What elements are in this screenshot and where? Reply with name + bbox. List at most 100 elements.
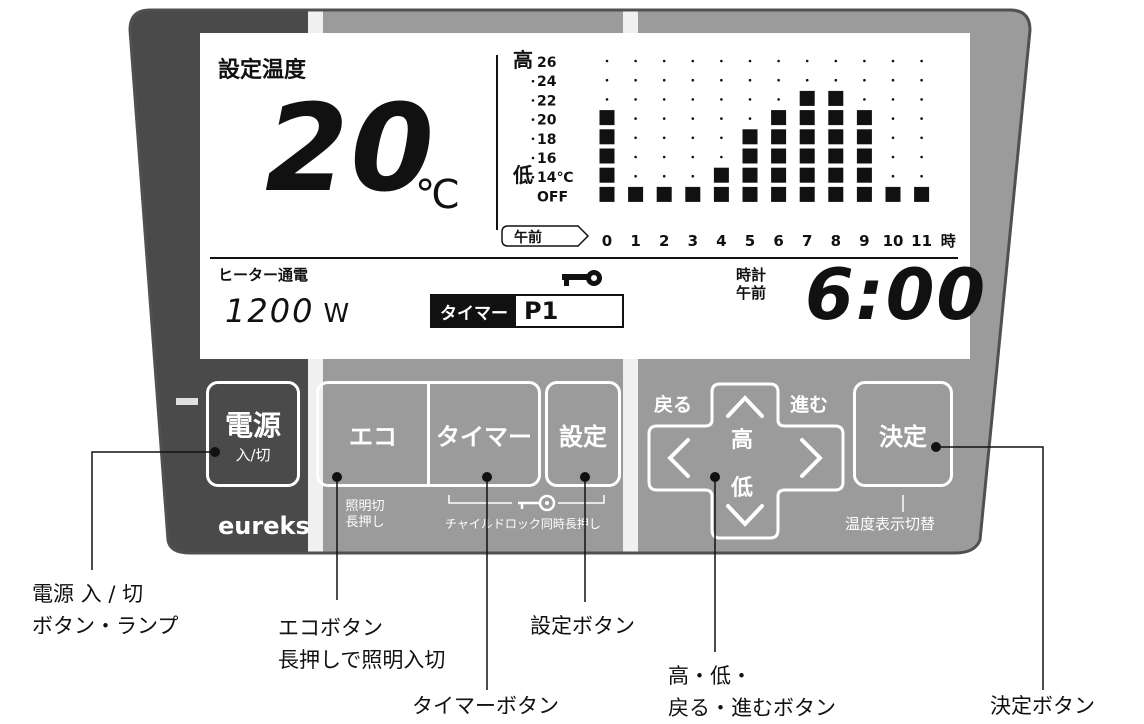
child-lock-hint: チャイルドロック同時長押し [445,517,601,531]
heater-value: 1200 [225,292,315,330]
grid-dot [691,117,695,120]
schedule-bar-block [771,148,787,164]
grid-dot [748,59,752,63]
timer-button[interactable]: タイマー [427,381,541,487]
schedule-bar-block [742,129,758,145]
key-icon [562,270,602,286]
hour-unit-label: 時 [941,232,956,250]
schedule-low-label: 低 [512,163,533,187]
grid-dot [720,155,723,159]
high-label[interactable]: 高 [731,428,754,453]
schedule-y-label: 26 [537,55,556,71]
set-temp-label: 設定温度 [218,58,307,83]
callout-eco-line-1: エコボタン [278,616,383,640]
timer-label: タイマー [432,296,516,326]
callout-updown-line-1: 高・低・ [668,664,752,688]
clock-label: 時計 [736,266,767,284]
schedule-bar-block [713,167,729,183]
power-button[interactable]: 電源 入/切 [206,381,300,487]
clock-value: 6:00 [805,254,988,336]
low-label[interactable]: 低 [731,476,754,501]
schedule-bar-block [828,129,844,145]
grid-dot [662,155,666,159]
y-tick-dot [531,99,535,102]
grid-dot [662,174,666,178]
grid-dot [634,59,637,63]
schedule-bar-block [713,186,729,202]
schedule-bar-block [914,186,930,202]
forward-label[interactable]: 進む [790,394,829,416]
grid-dot [891,136,895,140]
schedule-bar-block [828,110,844,126]
set-temp-unit: ℃ [415,172,460,218]
schedule-bar-block [856,110,872,126]
grid-dot [891,117,895,120]
schedule-bar-block [799,129,815,145]
schedule-high-label: 高 [513,48,533,72]
grid-dot [920,117,923,120]
schedule-bar-block [856,167,872,183]
grid-dot [662,136,666,140]
timer-display: タイマー P1 [430,294,624,328]
schedule-bar-block [656,186,672,202]
schedule-bar-block [856,129,872,145]
grid-dot [863,98,866,101]
callout-eco-line-2: 長押しで照明入切 [278,648,446,672]
grid-dot [634,117,637,120]
grid-dot [891,155,895,159]
callout-enter: 決定ボタン [990,694,1095,718]
grid-dot [662,117,666,120]
grid-dot [863,59,866,63]
period-badge [501,225,590,247]
down-arrow-icon[interactable] [726,504,764,527]
hour-label: 9 [859,232,869,250]
grid-dot [920,98,923,101]
hour-label: 11 [911,232,932,250]
hour-label: 0 [602,232,612,250]
schedule-bar-block [599,110,615,126]
schedule-bar-block [828,148,844,164]
grid-dot [691,98,695,101]
settings-button[interactable]: 設定 [545,381,621,487]
grid-dot [662,59,666,63]
schedule-bar-block [599,129,615,145]
y-tick-dot [531,156,535,160]
hour-label: 5 [745,232,755,250]
dpad-outline [647,382,845,540]
callout-power-line-2: ボタン・ランプ [32,614,179,638]
enter-button[interactable]: 決定 [853,381,953,487]
schedule-bar-block [799,110,815,126]
grid-dot [777,98,780,101]
power-lamp [176,398,198,405]
schedule-bar-block [628,186,644,202]
grid-dot [720,98,723,101]
heater-unit: W [323,299,350,329]
back-label[interactable]: 戻る [654,394,693,416]
timer-program: P1 [524,297,559,325]
eco-hint-line-1: 照明切 [345,499,385,514]
grid-dot [748,78,752,82]
grid-dot [720,117,723,120]
clock-labels: 時計 午前 [736,266,766,302]
schedule-bar-block [771,129,787,145]
grid-dot [605,59,609,63]
hour-label: 10 [883,232,904,250]
schedule-bar-block [885,186,901,202]
brand-logo: eureks [218,512,310,540]
grid-dot [834,78,838,82]
grid-dot [634,98,637,101]
callout-power: 電源 入 / 切 ボタン・ランプ [32,578,178,642]
schedule-bar-block [599,186,615,202]
up-arrow-icon[interactable] [726,395,764,418]
heater-readout: 1200 W [225,292,349,330]
grid-dot [920,59,923,63]
grid-dot [863,78,866,82]
hour-label: 8 [831,232,841,250]
heater-label: ヒーター通電 [218,266,309,284]
grid-dot [748,117,752,120]
right-arrow-icon[interactable] [800,438,823,478]
schedule-bar-block [742,186,758,202]
schedule-y-label: 16 [537,151,556,167]
left-arrow-icon[interactable] [667,438,690,478]
